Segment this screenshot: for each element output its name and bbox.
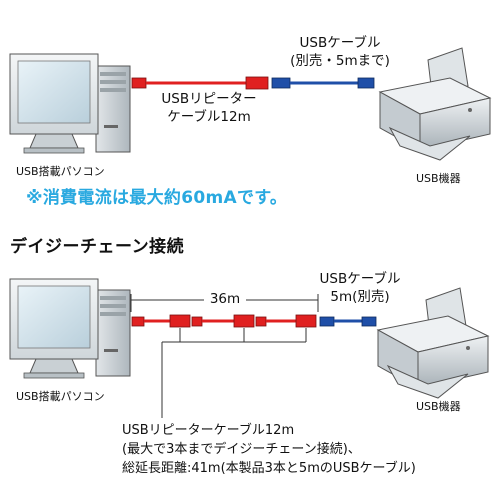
usb-cable-label-top: USBケーブル (別売・5mまで) — [282, 34, 398, 70]
printer-illustration-bottom — [376, 287, 490, 399]
distance-bracket — [130, 294, 319, 312]
caption-line-2: (最大で3本までデイジーチェーン接続)、 — [122, 442, 361, 457]
repeater-cable-top — [131, 76, 269, 90]
caption-line-3: 総延長距離:41m(本製品3本と5mのUSBケーブル) — [122, 461, 416, 476]
printer-label-bottom: USB機器 — [416, 400, 461, 413]
pc-illustration-top — [9, 53, 131, 154]
repeater-chain-bottom — [131, 314, 317, 328]
usb-cable-label-bottom: USBケーブル 5m(別売) — [310, 270, 410, 306]
power-consumption-note: ※消費電流は最大約60mAです。 — [26, 188, 288, 208]
usb-cable-bottom — [319, 316, 377, 327]
usb-cable-label-top-line2: (別売・5mまで) — [290, 53, 390, 69]
daisy-chain-caption: USBリピーターケーブル12m (最大で3本までデイジーチェーン接続)、 総延長… — [122, 421, 416, 478]
distance-label: 36m — [209, 291, 241, 307]
daisy-chain-heading: デイジーチェーン接続 — [10, 237, 185, 257]
printer-label-top: USB機器 — [416, 172, 461, 185]
repeater-label-top-line2: ケーブル12m — [167, 109, 251, 125]
repeater-label-top: USBリピーター ケーブル12m — [150, 90, 268, 126]
usb-cable-label-top-line1: USBケーブル — [299, 35, 381, 51]
caption-line-1: USBリピーターケーブル12m — [122, 423, 295, 438]
callout-lines — [161, 328, 307, 418]
usb-cable-label-bottom-line1: USBケーブル — [319, 271, 401, 287]
pc-label-bottom: USB搭載パソコン — [16, 390, 105, 403]
printer-illustration-top — [378, 47, 492, 161]
repeater-label-top-line1: USBリピーター — [161, 91, 257, 107]
pc-illustration-bottom — [9, 278, 131, 379]
usb-cable-top — [271, 77, 375, 89]
pc-label-top: USB搭載パソコン — [16, 165, 105, 178]
usb-cable-label-bottom-line2: 5m(別売) — [330, 289, 390, 305]
